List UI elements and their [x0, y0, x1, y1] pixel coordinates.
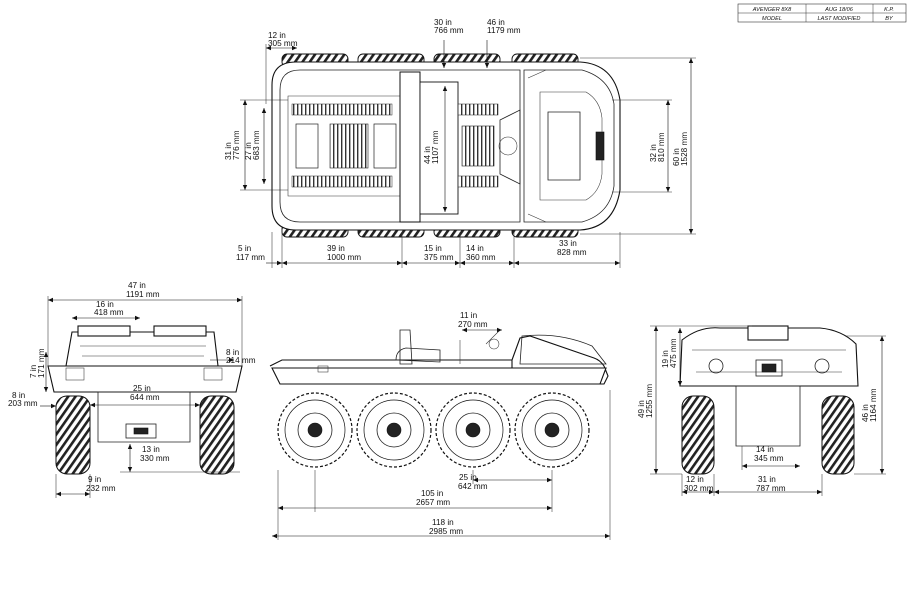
dim-270mm-label: 270 mm	[458, 320, 488, 329]
dim-5in-label: 5 in	[238, 244, 252, 253]
dim-19in-label: 19 in	[661, 350, 670, 368]
dim-1107mm-label: 1107 mm	[431, 130, 440, 164]
dim-31in-label: 31 in	[224, 142, 233, 160]
front-view-drawing	[679, 325, 859, 475]
dim-side-25in-label: 25 in	[459, 473, 477, 482]
dim-305mm-label: 305 mm	[268, 39, 298, 48]
dim-11in-label: 11 in	[460, 311, 478, 320]
dim-302mm-label: 302 mm	[684, 484, 714, 493]
dim-1191mm-label: 1191 mm	[126, 290, 160, 299]
dim-330mm-label: 330 mm	[140, 454, 170, 463]
dim-front-14in-label: 14 in	[756, 445, 774, 454]
dim-1179mm-label: 1179 mm	[487, 26, 521, 35]
dim-214mm-label: 214 mm	[226, 356, 256, 365]
dim-47in-label: 47 in	[128, 281, 146, 290]
dim-345mm-label: 345 mm	[754, 454, 784, 463]
dim-46in-label: 46 in	[487, 18, 505, 27]
top-view-dimensions: 12 in 305 mm 30 in 766 mm 46 in 1179 mm …	[224, 18, 696, 268]
dim-683mm-label: 683 mm	[252, 130, 261, 160]
dim-8in-right-label: 8 in	[226, 348, 240, 357]
dim-418mm-label: 418 mm	[94, 308, 124, 317]
dim-375mm-label: 375 mm	[424, 253, 454, 262]
by-value: K.P.	[884, 7, 894, 13]
dim-828mm-label: 828 mm	[557, 248, 587, 257]
dim-1164mm-label: 1164 mm	[869, 388, 878, 422]
dim-33in-label: 33 in	[559, 239, 577, 248]
side-view-wheels	[277, 392, 590, 468]
dim-60in-label: 60 in	[672, 148, 681, 166]
dim-32in-label: 32 in	[649, 144, 658, 162]
front-view-dimensions: 19 in 475 mm 49 in 1255 mm 46 in 1164 mm…	[637, 325, 886, 496]
dim-7in-label: 7 in	[29, 364, 38, 378]
dim-2657mm-label: 2657 mm	[416, 498, 450, 507]
dim-front-31in-label: 31 in	[758, 475, 776, 484]
dim-16in-label: 16 in	[96, 300, 114, 309]
dim-14in-label: 14 in	[466, 244, 484, 253]
dim-776mm-label: 776 mm	[232, 130, 241, 160]
side-view-drawing	[269, 329, 609, 385]
dim-1528mm-label: 1528 mm	[680, 132, 689, 166]
last-modified-label: LAST MODIFIED	[818, 16, 861, 22]
dim-787mm-label: 787 mm	[756, 484, 786, 493]
dim-44in-label: 44 in	[423, 146, 432, 164]
side-wheel-3	[435, 392, 511, 468]
side-wheel-2	[356, 392, 432, 468]
dim-13in-label: 13 in	[142, 445, 160, 454]
dim-644mm-label: 644 mm	[130, 393, 160, 402]
dim-front-46in-label: 46 in	[861, 404, 870, 422]
dim-1255mm-label: 1255 mm	[645, 384, 654, 418]
dim-203mm-label: 203 mm	[8, 399, 38, 408]
side-wheel-4	[514, 392, 590, 468]
model-value: AVENGER 8X8	[752, 7, 792, 13]
dim-2985mm-label: 2985 mm	[429, 527, 463, 536]
dim-475mm-label: 475 mm	[669, 338, 678, 368]
title-block: AVENGER 8X8 AUG 18/06 K.P. MODEL LAST MO…	[737, 3, 907, 23]
dim-117mm-label: 117 mm	[236, 253, 265, 262]
model-label: MODEL	[762, 16, 782, 22]
rear-view-dimensions: 47 in 1191 mm 16 in 418 mm 7 in 171 mm 8…	[8, 281, 256, 498]
dim-8in-left-label: 8 in	[12, 391, 26, 400]
top-view-drawing	[271, 53, 621, 238]
dim-766mm-label: 766 mm	[434, 26, 464, 35]
dim-39in-label: 39 in	[327, 244, 345, 253]
dim-810mm-label: 810 mm	[657, 132, 666, 162]
dim-25in-label: 25 in	[133, 384, 151, 393]
side-wheel-1	[277, 392, 353, 468]
dim-front-12in-label: 12 in	[686, 475, 704, 484]
dim-27in-label: 27 in	[244, 142, 253, 160]
dim-232mm-label: 232 mm	[86, 484, 116, 493]
dim-30in-label: 30 in	[434, 18, 452, 27]
dim-1000mm-label: 1000 mm	[327, 253, 361, 262]
dim-118in-label: 118 in	[432, 518, 454, 527]
side-view-dimensions: 11 in 270 mm 25 in 642 mm 105 in 2657 mm…	[272, 311, 611, 540]
rear-view-drawing	[47, 325, 243, 475]
dim-171mm-label: 171 mm	[37, 348, 46, 378]
dim-12in-label: 12 in	[268, 31, 286, 40]
date-value: AUG 18/06	[824, 7, 854, 13]
dim-105in-label: 105 in	[421, 489, 444, 498]
dim-9in-label: 9 in	[88, 475, 102, 484]
dim-49in-label: 49 in	[637, 400, 646, 418]
dim-642mm-label: 642 mm	[458, 482, 488, 491]
dim-360mm-label: 360 mm	[466, 253, 496, 262]
by-label: BY	[885, 16, 894, 22]
dim-15in-label: 15 in	[424, 244, 442, 253]
